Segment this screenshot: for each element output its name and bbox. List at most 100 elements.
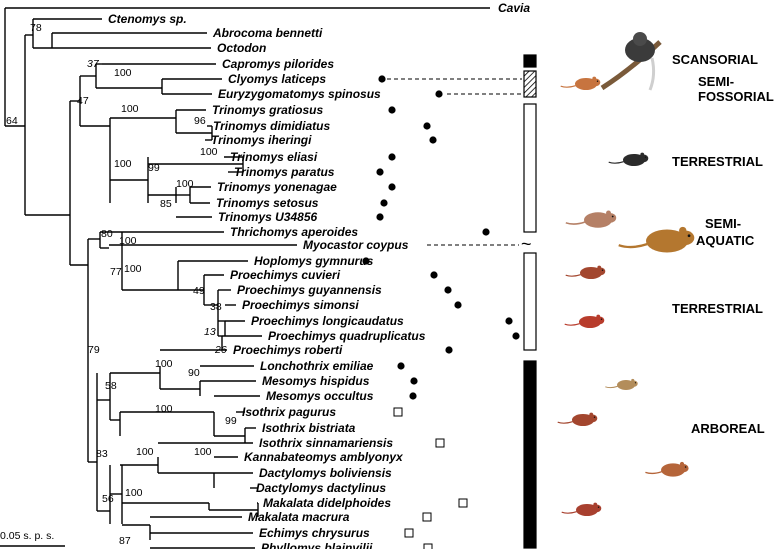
taxon-label: Hoplomys gymnurus bbox=[254, 254, 374, 268]
proechimys-icon-2 bbox=[564, 314, 605, 329]
habitat-marker-filled bbox=[388, 153, 396, 161]
mesomys-icon bbox=[605, 378, 638, 390]
habitat-marker-filled bbox=[429, 136, 437, 144]
taxon-label: Trinomys iheringi bbox=[211, 133, 312, 147]
habitat-marker-open bbox=[404, 528, 414, 538]
taxon-label: Octodon bbox=[217, 41, 266, 55]
habitat-marker-filled bbox=[423, 122, 431, 130]
taxon-label: Euryzygomatomys spinosus bbox=[218, 87, 381, 101]
isothrix-icon bbox=[557, 412, 598, 427]
habitat-marker-open bbox=[435, 438, 445, 448]
taxon-label: Makalata didelphoides bbox=[263, 496, 391, 510]
support-value: 96 bbox=[194, 115, 206, 127]
scansorial-label: SCANSORIAL bbox=[672, 52, 758, 67]
ecology-bar-scansorial bbox=[523, 54, 537, 68]
support-value: 58 bbox=[105, 380, 117, 392]
habitat-marker-filled bbox=[444, 286, 452, 294]
semi-aquatic-label-2: AQUATIC bbox=[696, 233, 755, 248]
makalata-icon bbox=[645, 461, 689, 477]
habitat-marker-filled bbox=[409, 392, 417, 400]
scale-bar: 0.05 s. p. s. bbox=[0, 530, 65, 547]
support-value: 100 bbox=[121, 103, 139, 115]
taxon-label: Abrocoma bennetti bbox=[212, 26, 323, 40]
habitat-marker-open bbox=[422, 512, 432, 522]
habitat-marker-filled bbox=[378, 75, 386, 83]
ecology-panel: ~SCANSORIALSEMI-FOSSORIALTERRESTRIALSEMI… bbox=[387, 52, 774, 549]
taxon-label: Phyllomys blainvilii bbox=[261, 541, 373, 549]
echimys-icon bbox=[561, 502, 602, 517]
habitat-marker-filled bbox=[388, 183, 396, 191]
habitat-marker-filled bbox=[482, 228, 490, 236]
taxon-label: Ctenomys sp. bbox=[108, 12, 187, 26]
support-value: 56 bbox=[102, 493, 114, 505]
support-value: 47 bbox=[77, 95, 89, 107]
taxon-label: Mesomys occultus bbox=[266, 389, 374, 403]
thrichomys-icon bbox=[565, 210, 617, 228]
support-value: 90 bbox=[188, 367, 200, 379]
support-value: 26 bbox=[214, 344, 227, 356]
support-value: 100 bbox=[136, 446, 154, 458]
habitat-marker-filled bbox=[397, 362, 405, 370]
habitat-marker-filled bbox=[376, 168, 384, 176]
terrestrial-label-2: TERRESTRIAL bbox=[672, 301, 763, 316]
support-value: 83 bbox=[96, 448, 108, 460]
semi-aquatic-tilde: ~ bbox=[521, 234, 532, 254]
taxon-label: Trinomys gratiosus bbox=[212, 103, 323, 117]
proechimys-icon-1 bbox=[565, 265, 606, 280]
habitat-marker-open bbox=[393, 407, 403, 417]
habitat-marker-open bbox=[423, 543, 433, 549]
taxon-label: Trinomys paratus bbox=[234, 165, 335, 179]
taxon-label: Isothrix pagurus bbox=[242, 405, 336, 419]
taxon-label: Makalata macrura bbox=[248, 510, 350, 524]
habitat-marker-filled bbox=[512, 332, 520, 340]
terrestrial-label: TERRESTRIAL bbox=[672, 154, 763, 169]
support-value: 100 bbox=[124, 263, 142, 275]
taxon-label: Cavia bbox=[498, 1, 530, 15]
taxon-label: Lonchothrix emiliae bbox=[260, 359, 374, 373]
support-value: 77 bbox=[110, 266, 122, 278]
support-value: 64 bbox=[6, 115, 18, 127]
taxon-label: Dactylomys dactylinus bbox=[256, 481, 386, 495]
ecology-bar-semi-fossorial bbox=[523, 70, 537, 98]
habitat-marker-filled bbox=[435, 90, 443, 98]
support-value: 78 bbox=[30, 22, 42, 34]
taxon-label: Dactylomys boliviensis bbox=[259, 466, 392, 480]
taxon-label: Isothrix sinnamariensis bbox=[259, 436, 393, 450]
taxon-label: Clyomys laticeps bbox=[228, 72, 326, 86]
support-value: 85 bbox=[160, 198, 172, 210]
taxon-label: Proechimys guyannensis bbox=[237, 283, 382, 297]
support-value: 49 bbox=[193, 285, 205, 297]
ecology-bar-arboreal bbox=[523, 360, 537, 549]
habitat-marker-open bbox=[458, 498, 468, 508]
terrestrial-rat-icon bbox=[608, 152, 649, 167]
animal-illustrations bbox=[557, 32, 695, 517]
taxon-label: Thrichomys aperoides bbox=[230, 225, 358, 239]
support-value: 99 bbox=[148, 162, 160, 174]
habitat-marker-filled bbox=[376, 213, 384, 221]
support-value: 80 bbox=[101, 228, 113, 240]
support-value: 99 bbox=[225, 415, 237, 427]
taxon-label: Proechimys roberti bbox=[233, 343, 343, 357]
taxon-label: Myocastor coypus bbox=[303, 238, 409, 252]
support-value: 87 bbox=[119, 535, 131, 547]
taxon-label: Mesomys hispidus bbox=[262, 374, 370, 388]
taxon-label: Capromys pilorides bbox=[222, 57, 334, 71]
habitat-marker-filled bbox=[430, 271, 438, 279]
support-value: 100 bbox=[125, 487, 143, 499]
scale-bar-label: 0.05 s. p. s. bbox=[0, 530, 54, 542]
semi-fossorial-label-2: FOSSORIAL bbox=[698, 89, 774, 104]
semi-aquatic-label: SEMI- bbox=[705, 216, 741, 231]
support-value: 100 bbox=[155, 403, 173, 415]
habitat-marker-filled bbox=[362, 257, 370, 265]
semi-fossorial-label: SEMI- bbox=[698, 74, 734, 89]
support-value: 100 bbox=[194, 446, 212, 458]
taxon-label: Trinomys eliasi bbox=[230, 150, 318, 164]
support-value: 100 bbox=[114, 67, 132, 79]
habitat-marker-filled bbox=[380, 199, 388, 207]
taxon-label: Trinomys yonenagae bbox=[217, 180, 337, 194]
habitat-marker-filled bbox=[388, 106, 396, 114]
